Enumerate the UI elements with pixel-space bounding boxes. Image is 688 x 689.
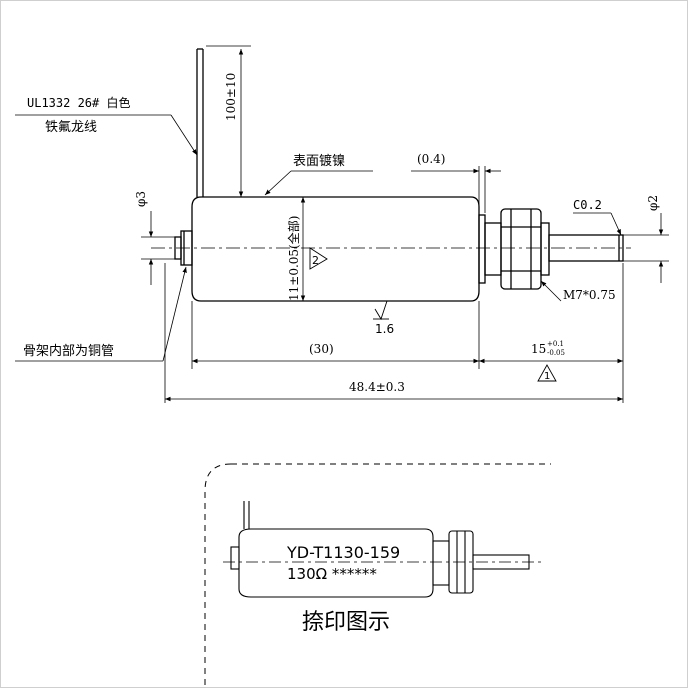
detail-boundary	[204, 463, 232, 689]
dia2-label: φ2	[646, 195, 660, 211]
print-model: YD-T1130-159	[286, 543, 400, 562]
roughness-label: 1.6	[375, 322, 394, 336]
thread-end	[540, 222, 550, 276]
bobbin-note: 骨架内部为铜管	[23, 343, 114, 359]
print-thread	[432, 540, 450, 586]
wire-label-1: UL1332 26# 白色	[27, 95, 130, 110]
wire-label-2: 铁氟龙线	[45, 120, 97, 135]
chamfer-label: C0.2	[573, 198, 602, 212]
plunger-tol-dn: -0.05	[547, 349, 565, 357]
right-flange	[478, 214, 486, 284]
print-body	[238, 528, 434, 598]
main-view	[174, 48, 624, 302]
datum-flag-2	[309, 247, 328, 270]
print-ohm: 130Ω ******	[287, 565, 377, 583]
body-length-label: (30)	[309, 342, 334, 356]
gap-label: (0.4)	[417, 152, 445, 166]
flag1-label: 1	[544, 371, 550, 382]
datum-flag-1	[537, 364, 557, 382]
body-dia-label: 11±0.05(全部)	[286, 216, 301, 301]
plunger-tol-up: +0.1	[547, 340, 564, 348]
flag2-label: 2	[312, 254, 319, 267]
roughness-symbol	[369, 300, 393, 321]
dia3-label: φ3	[134, 191, 148, 207]
print-left-stub	[230, 546, 240, 570]
hex-nut	[500, 208, 542, 290]
thread-label: M7*0.75	[563, 288, 616, 302]
plunger-length-main: 15	[531, 342, 546, 356]
surface-note: 表面镀镍	[293, 153, 345, 169]
coil-body	[191, 196, 480, 302]
wire-length-label: 100±10	[224, 73, 238, 121]
print-caption: 捺印图示	[302, 610, 390, 635]
print-view	[230, 501, 530, 598]
total-length-label: 48.4±0.3	[349, 380, 405, 394]
thread-section	[484, 222, 502, 276]
plunger	[548, 234, 624, 262]
